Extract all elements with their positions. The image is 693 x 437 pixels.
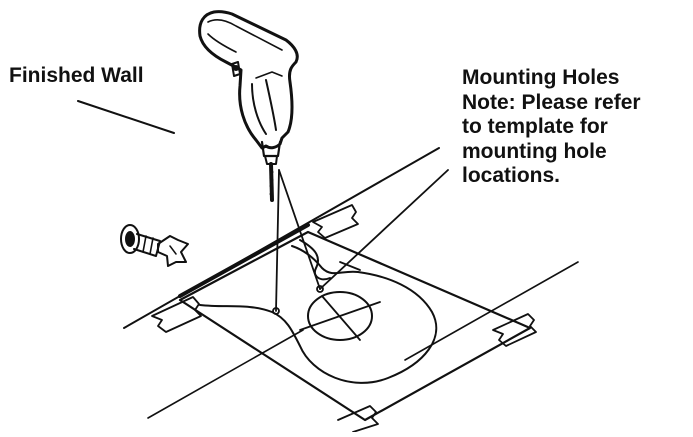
masking-tape-icon <box>151 204 537 433</box>
wall-anchor-icon <box>120 224 189 267</box>
finished-wall-leader-line <box>77 100 175 134</box>
power-drill-icon <box>198 10 299 202</box>
finished-wall-label: Finished Wall <box>9 64 144 87</box>
mounting-holes-note-line: to template for <box>462 115 608 138</box>
finished-wall-plane <box>123 147 579 419</box>
paper-template-icon <box>178 223 532 422</box>
mounting-holes-title: Mounting Holes <box>462 66 620 89</box>
mounting-holes-note-line: locations. <box>462 164 561 187</box>
mounting-holes-leader-lines <box>275 169 449 312</box>
mounting-holes-note: Mounting Holes Note: Please refer to tem… <box>462 66 641 189</box>
mounting-holes-note-line: mounting hole <box>462 139 607 163</box>
mounting-holes-note-line: Note: Please refer <box>462 90 641 114</box>
